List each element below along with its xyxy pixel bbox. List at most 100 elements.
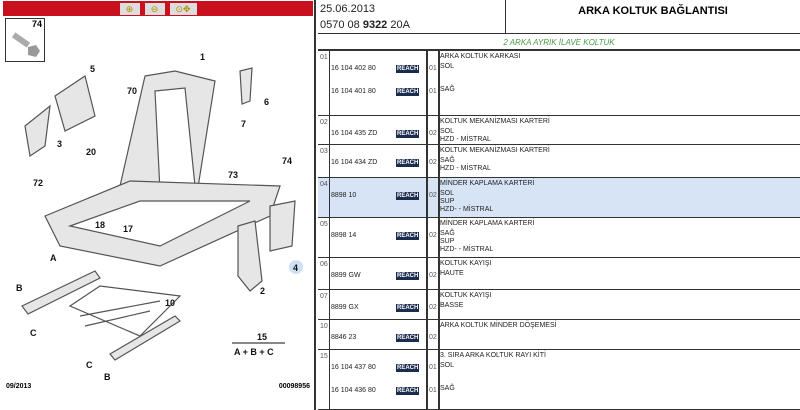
part-number[interactable]: 8899 GW [331,272,361,279]
zoom-toolbar: ⊕ ⊖ ⊙✥ [3,1,313,16]
zoom-pan-icon[interactable]: ⊙✥ [169,2,197,15]
part-number[interactable]: 16 104 436 80 [331,387,376,394]
bolt-icon [11,32,40,57]
item-number: 06 [320,261,328,268]
callout-7[interactable]: 7 [241,119,246,129]
callout-3[interactable]: 3 [57,139,62,149]
quantity: 01 [429,65,437,72]
item-number: 01 [320,54,328,61]
zoom-out-icon[interactable]: ⊖ [144,2,165,15]
footer-date: 09/2013 [6,383,32,390]
callout-C[interactable]: C [30,328,37,338]
variant-line: HZD- - MİSTRAL [440,206,494,213]
subtitle: 2 ARKA AYRIK İLAVE KOLTUK [318,33,800,51]
variant-line: SOL [440,63,455,70]
variant-line: SOL [440,128,455,135]
thumb-ref: 74 [31,19,42,29]
variant-line: SOL [440,362,455,369]
reach-badge: REACH [396,272,420,280]
item-title: MİNDER KAPLAMA KARTERİ [440,220,535,227]
callout-2[interactable]: 2 [260,286,265,296]
bolt-thumbnail: 74 [5,18,45,62]
reach-badge: REACH [396,387,420,395]
part-number[interactable]: 16 104 434 ZD [331,159,378,166]
part-number[interactable]: 8898 10 [331,192,357,199]
reach-badge: REACH [396,192,420,200]
part-number[interactable]: 16 104 435 ZD [331,130,378,137]
part-number[interactable]: 8898 14 [331,232,357,239]
quantity: 02 [429,192,437,199]
quantity: 02 [429,130,437,137]
callout-5[interactable]: 5 [90,64,95,74]
formula-number: 15 [257,332,267,342]
part-number[interactable]: 16 104 402 80 [331,65,376,72]
part-number[interactable]: 8899 GX [331,304,359,311]
parts-panel: 25.06.2013 0570 08 9322 20A ARKA KOLTUK … [318,0,800,410]
quantity: 01 [429,88,437,95]
callout-B[interactable]: B [16,283,23,293]
description: ARKA KOLTUK MİNDER DÖŞEMESİ [440,322,795,330]
item-number: 05 [320,221,328,228]
quantity: 02 [429,334,437,341]
reach-badge: REACH [396,65,420,73]
part-number[interactable]: 8846 23 [331,334,357,341]
date: 25.06.2013 [320,3,376,15]
variant-line: SUP [440,238,455,245]
callout-70[interactable]: 70 [127,86,137,96]
item-title: MİNDER KAPLAMA KARTERİ [440,180,535,187]
item-title: 3. SIRA ARKA KOLTUK RAYI KİTİ [440,352,546,359]
diagram-panel: ⊕ ⊖ ⊙✥ 74 1 5 6 70 3 7 [0,0,316,410]
callout-C2[interactable]: C [86,360,93,370]
variant-line: BASSE [440,302,464,309]
callout-10[interactable]: 10 [165,298,175,308]
callout-6[interactable]: 6 [264,97,269,107]
page-title: ARKA KOLTUK BAĞLANTISI [505,0,800,33]
callout-1[interactable]: 1 [200,52,205,62]
item-title: ARKA KOLTUK MİNDER DÖŞEMESİ [440,322,557,329]
seat-frame-diagram: 1 5 6 70 3 7 20 74 72 73 18 17 4 2 A B 1… [16,52,303,382]
callout-72[interactable]: 72 [33,178,43,188]
item-title: KOLTUK MEKANİZMASI KARTERİ [440,147,550,154]
variant-line: SOL [440,190,455,197]
formula: A + B + C [234,347,274,357]
callout-17[interactable]: 17 [123,224,133,234]
callout-A[interactable]: A [50,253,57,263]
item-title: KOLTUK KAYIŞI [440,292,492,299]
item-title: KOLTUK KAYIŞI [440,260,492,267]
footer-id: 00098956 [278,383,310,390]
callout-4[interactable]: 4 [293,263,298,273]
item-number: 10 [320,323,328,330]
variant-line: HAUTE [440,270,464,277]
item-number: 02 [320,119,328,126]
description: KOLTUK KAYIŞI HAUTE [440,260,795,277]
quantity: 02 [429,304,437,311]
quantity: 01 [429,364,437,371]
callout-74[interactable]: 74 [282,156,292,166]
item-number: 04 [320,181,328,188]
callout-B2[interactable]: B [104,372,111,382]
callout-18[interactable]: 18 [95,220,105,230]
part-number[interactable]: 16 104 437 80 [331,364,376,371]
variant-line: SAĞ [440,157,455,164]
ref-suffix: 20A [387,19,410,31]
reach-badge: REACH [396,159,420,167]
callout-20[interactable]: 20 [86,147,96,157]
callout-73[interactable]: 73 [228,170,238,180]
part-number[interactable]: 16 104 401 80 [331,88,376,95]
zoom-in-icon[interactable]: ⊕ [119,2,140,15]
variant-line: SUP [440,198,455,205]
